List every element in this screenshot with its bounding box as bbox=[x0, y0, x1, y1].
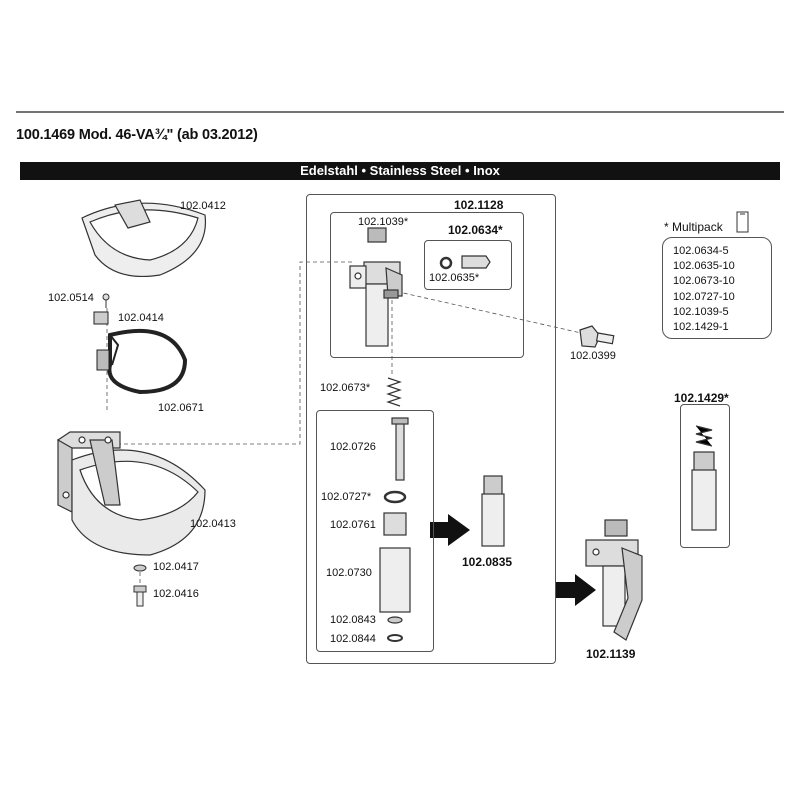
drinking-bowl-drawing bbox=[56, 431, 206, 556]
hex-bolt-drawing bbox=[579, 325, 615, 348]
complete-valve-drawing bbox=[585, 519, 643, 641]
label-102-1139: 102.1139 bbox=[586, 647, 636, 661]
sleeve-drawing bbox=[481, 475, 505, 547]
label-102-0412: 102.0412 bbox=[180, 200, 226, 212]
washer-bolt-drawing bbox=[133, 564, 147, 607]
inner-parts-box bbox=[316, 410, 434, 652]
multipack-item: 102.0634-5 bbox=[673, 245, 729, 257]
spring-drawing bbox=[386, 377, 402, 407]
multipack-item: 102.0635-10 bbox=[673, 260, 735, 273]
spring-kit-box bbox=[680, 404, 730, 548]
label-102-0399: 102.0399 bbox=[570, 350, 616, 362]
multipack-item: 102.0673-10 bbox=[673, 275, 735, 288]
multipack-item: 102.1429-1 bbox=[673, 321, 729, 334]
label-102-0414: 102.0414 bbox=[118, 312, 164, 324]
valve-seal-drawing bbox=[439, 255, 491, 270]
diagram-title: 100.1469 Mod. 46-VA¾" (ab 03.2012) bbox=[16, 127, 258, 143]
assembly-arrows bbox=[430, 514, 596, 606]
screw-pin-drawing bbox=[102, 293, 110, 308]
label-102-0843: 102.0843 bbox=[330, 614, 376, 626]
label-102-0635: 102.0635* bbox=[429, 272, 480, 284]
label-102-0844: 102.0844 bbox=[330, 633, 376, 645]
multipack-heading: * Multipack bbox=[664, 220, 723, 234]
label-102-0416: 102.0416 bbox=[153, 588, 199, 600]
label-102-0726: 102.0726 bbox=[330, 441, 376, 453]
label-102-0761: 102.0761 bbox=[330, 519, 376, 531]
material-banner: Edelstahl • Stainless Steel • Inox bbox=[20, 162, 780, 180]
label-102-0514: 102.0514 bbox=[48, 292, 94, 304]
label-102-0671: 102.0671 bbox=[158, 402, 204, 414]
label-102-1039: 102.1039* bbox=[358, 216, 409, 228]
spring-sleeve-drawing bbox=[691, 425, 717, 531]
label-102-0634: 102.0634* bbox=[448, 223, 503, 237]
label-102-0413: 102.0413 bbox=[190, 518, 236, 530]
label-102-0835: 102.0835 bbox=[462, 555, 513, 569]
label-102-0417: 102.0417 bbox=[153, 561, 199, 573]
valve-body-drawing bbox=[349, 227, 403, 347]
bowl-insert-drawing bbox=[81, 199, 207, 278]
bracket-drawing bbox=[93, 311, 188, 395]
seal-kit-box bbox=[424, 240, 512, 290]
multipack-list: 102.0634-5 102.0635-10 102.0673-10 102.0… bbox=[662, 237, 772, 339]
valve-inner-parts-drawing bbox=[379, 417, 411, 642]
label-102-1429: 102.1429* bbox=[674, 391, 729, 405]
label-102-0727: 102.0727* bbox=[321, 491, 372, 503]
label-102-1128: 102.1128 bbox=[454, 198, 504, 212]
valve-body-box bbox=[330, 212, 524, 358]
multipack-item: 102.0727-10 bbox=[673, 290, 735, 303]
label-102-0673: 102.0673* bbox=[320, 382, 371, 394]
valve-group-box bbox=[306, 194, 556, 664]
multipack-box-icon bbox=[736, 211, 749, 233]
label-102-0730: 102.0730 bbox=[326, 567, 372, 579]
multipack-item: 102.1039-5 bbox=[673, 305, 729, 318]
